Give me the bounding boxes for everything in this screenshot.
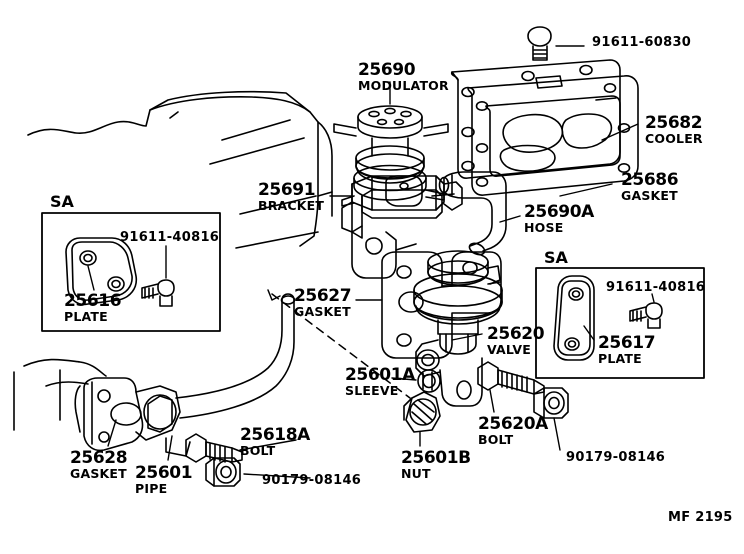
callout-25627-gasket: 25627 GASKET: [294, 286, 352, 319]
assembly-dash-line: [271, 293, 411, 399]
egr-cooler-part: [450, 26, 639, 196]
callout-25628-gasket: 25628 GASKET: [70, 448, 128, 481]
callout-25690-modulator: 25690 MODULATOR: [358, 60, 449, 93]
cooler-screw-part: [527, 26, 552, 61]
callout-25601b-nut: 25601B NUT: [401, 448, 471, 481]
plate-right-part: [553, 275, 595, 361]
egr-valve-part: [413, 250, 503, 407]
pipe-bolt-part: [185, 433, 243, 463]
egr-bracket-part: [341, 175, 463, 279]
callout-25620a-bolt: 25620A BOLT: [478, 414, 548, 447]
sa-box-right-frame: [535, 267, 705, 379]
callout-90179-08146-right: 90179-08146: [566, 450, 666, 465]
egr-pipe-part: [83, 293, 296, 457]
plate-bolt-left-part: [141, 279, 175, 307]
callout-25601-pipe: 25601 PIPE: [135, 463, 193, 496]
sleeve-part: [417, 369, 441, 393]
callout-25690a-hose: 25690A HOSE: [524, 202, 594, 235]
callout-90179-08146-bottom: 90179-08146: [262, 473, 362, 488]
callout-91611-40816-right: 91611-40816: [606, 280, 706, 295]
callout-25616-plate: 25616 PLATE: [64, 291, 122, 324]
assembly-dash-arrow: [267, 289, 281, 301]
callout-25617-plate: 25617 PLATE: [598, 333, 656, 366]
callout-25691-bracket: 25691 BRACKET: [258, 180, 325, 213]
pipe-gasket-part: [74, 385, 81, 433]
callout-91611-60830: 91611-60830: [592, 35, 692, 50]
sheet-code: MF 2195: [668, 510, 733, 525]
callout-25620-valve: 25620 VALVE: [487, 324, 545, 357]
sa-marker-left: SA: [50, 192, 74, 211]
callout-91611-40816-left: 91611-40816: [120, 230, 220, 245]
nut-part: [403, 391, 441, 433]
sa-box-left-frame: [41, 212, 221, 332]
valve-washer-part: [533, 387, 569, 419]
callout-25601a-sleeve: 25601A SLEEVE: [345, 365, 415, 398]
plate-left-part: [65, 237, 138, 306]
plate-bolt-right-part: [629, 302, 663, 329]
callout-25618a-bolt: 25618A BOLT: [240, 425, 310, 458]
leader-lines: [87, 45, 655, 479]
callout-25682-cooler: 25682 COOLER: [645, 113, 703, 146]
sa-marker-right: SA: [544, 248, 568, 267]
callout-25686-gasket: 25686 GASKET: [621, 170, 679, 203]
pipe-washer-part: [205, 457, 241, 487]
